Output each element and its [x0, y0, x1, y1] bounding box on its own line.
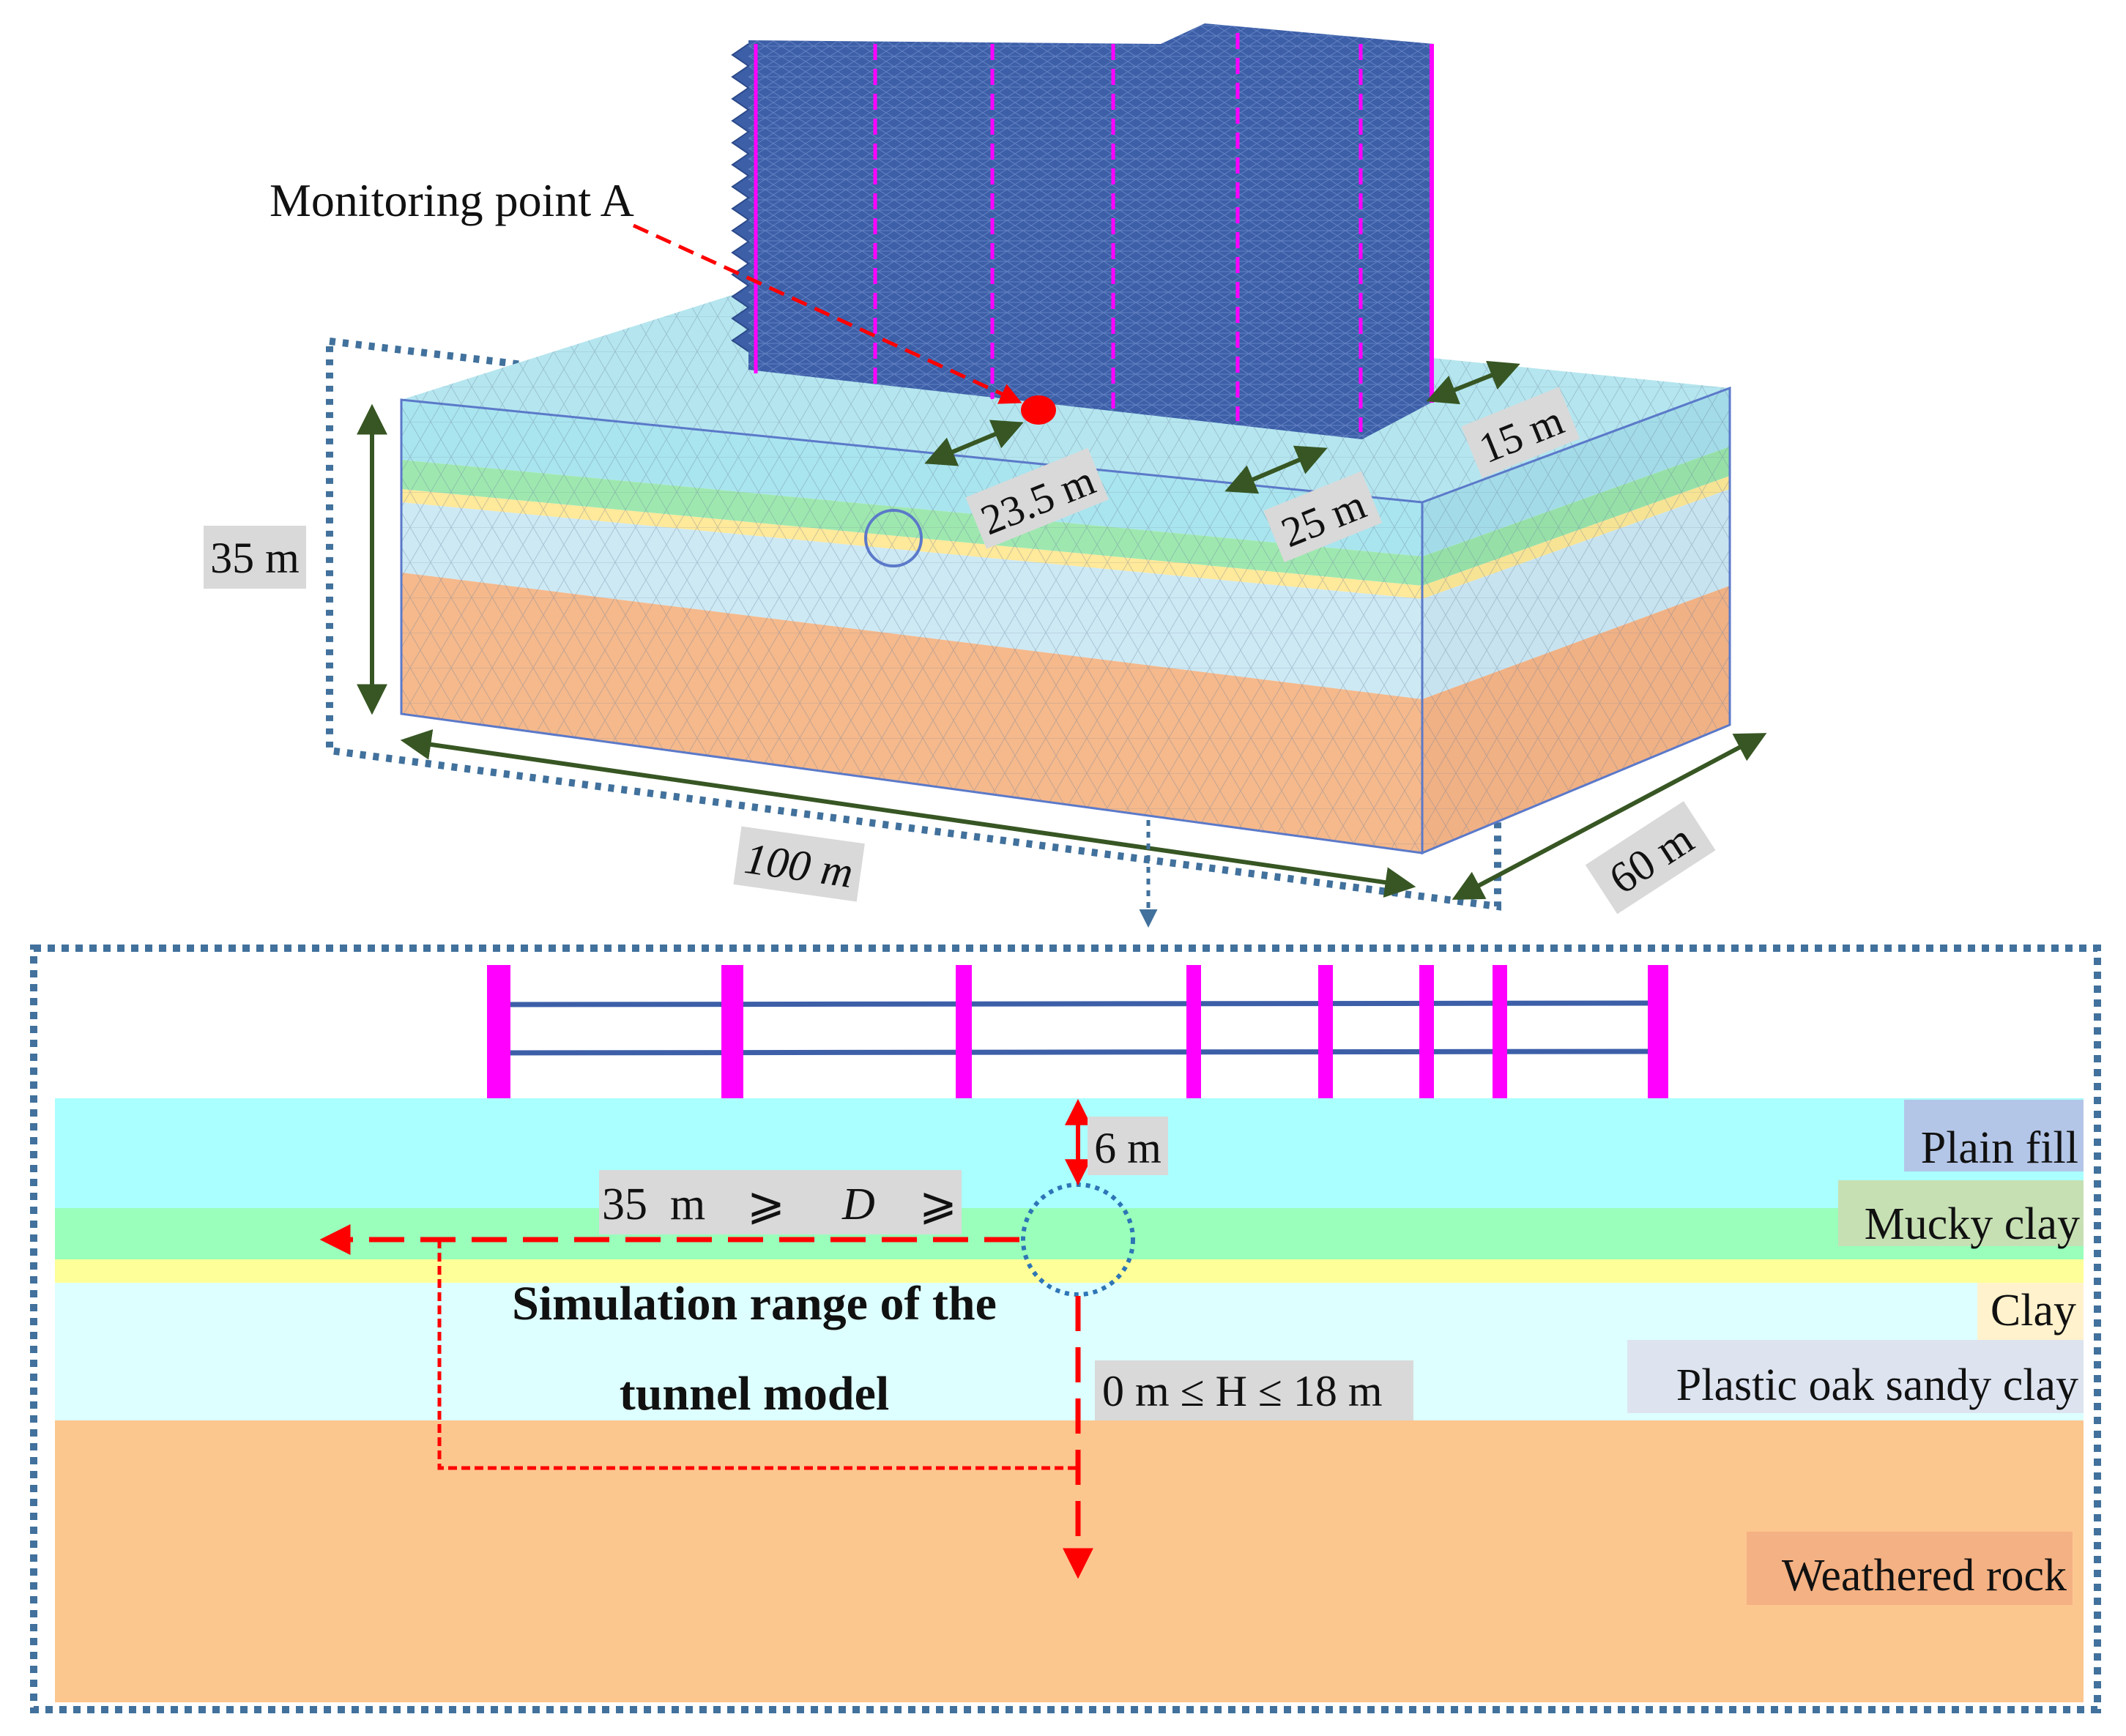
layer-label-plastic-oak-sandy-clay: Plastic oak sandy clay [1676, 1360, 2078, 1410]
dim-arrow-25 [1224, 445, 1328, 494]
dim-label-height: 35 m [210, 534, 300, 582]
section-pile [721, 965, 743, 1098]
section-pile [956, 965, 972, 1098]
layer-badge-clay [1977, 1283, 2084, 1340]
layer-label-plain-fill: Plain fill [1921, 1123, 2078, 1173]
layer-label-weathered-rock: Weathered rock [1782, 1551, 2067, 1601]
simulation-range-label-line2: tunnel model [620, 1367, 890, 1420]
dim-label-6m: 6 m [1094, 1124, 1162, 1172]
simulation-range-label-line1: Simulation range of the [512, 1277, 997, 1330]
range-h-bg [1095, 1360, 1413, 1420]
layer-label-mucky-clay: Mucky clay [1865, 1199, 2080, 1249]
section-dotted-frame [30, 945, 2101, 1713]
layer-badge-mucky-clay [1838, 1180, 2084, 1246]
dim-label-bg [1585, 801, 1716, 914]
model-dotted-frame [326, 337, 1501, 911]
monitoring-point-leader [632, 223, 1022, 404]
layer-badge-plastic-oak-sandy-clay [1627, 1340, 2084, 1413]
monitoring-point-marker [1021, 395, 1056, 425]
range-d-label-a: 35 m [602, 1180, 705, 1229]
section-pile [1493, 965, 1507, 1098]
frame-beam [497, 1000, 1659, 1007]
section-pile [1186, 965, 1201, 1098]
range-d-label-d: ⩾ [919, 1180, 957, 1229]
dim-arrow-width [1452, 733, 1767, 900]
section-layer-mucky-clay [55, 1208, 2084, 1259]
monitoring-point-label: Monitoring point A [270, 174, 634, 226]
dim-label-bg [733, 826, 865, 902]
frame-beam [497, 1048, 1659, 1056]
section-pile [1318, 965, 1333, 1098]
section-pile [1419, 965, 1434, 1098]
building [731, 23, 1434, 439]
three-d-model: Monitoring point A 35 m 23.5 m 25 m 15 m… [204, 23, 1767, 928]
dim-label-bg [965, 447, 1109, 549]
dim-arrow-length [400, 729, 1416, 898]
layer-legend: Plain fill Mucky clay Clay Plastic oak s… [1627, 1100, 2084, 1605]
range-h-label: 0 m ≤ H ≤ 18 m [1102, 1367, 1383, 1415]
dim-label-bg [1088, 1117, 1168, 1175]
cross-section: 6 m 35 m ⩾ D ⩾ 0 m ≤ H ≤ 18 m Simulation… [30, 945, 2101, 1713]
section-pile [487, 965, 510, 1098]
layer-badge-plain-fill [1904, 1100, 2084, 1171]
layer-label-clay: Clay [1991, 1286, 2076, 1335]
layer-badge-weathered-rock [1747, 1532, 2073, 1605]
section-pile [1648, 965, 1668, 1098]
building-sawtooth-edge [731, 43, 750, 352]
range-d-bg [599, 1170, 962, 1234]
section-layer-clay [55, 1259, 2084, 1283]
dim-arrow-23-5 [924, 420, 1024, 466]
section-building-frame [487, 965, 1668, 1098]
section-layer-plain-fill [55, 1098, 2084, 1208]
range-d-label-c: D [841, 1180, 875, 1229]
dim-label-bg [1263, 471, 1383, 562]
simulation-range-box [437, 1240, 1078, 1470]
tunnel-cross-section [864, 509, 923, 567]
range-d-label-b: ⩾ [747, 1180, 785, 1229]
dim-label-bg [204, 526, 306, 589]
dim-label-bg [1461, 387, 1580, 478]
dim-arrow-15 [1426, 360, 1520, 405]
